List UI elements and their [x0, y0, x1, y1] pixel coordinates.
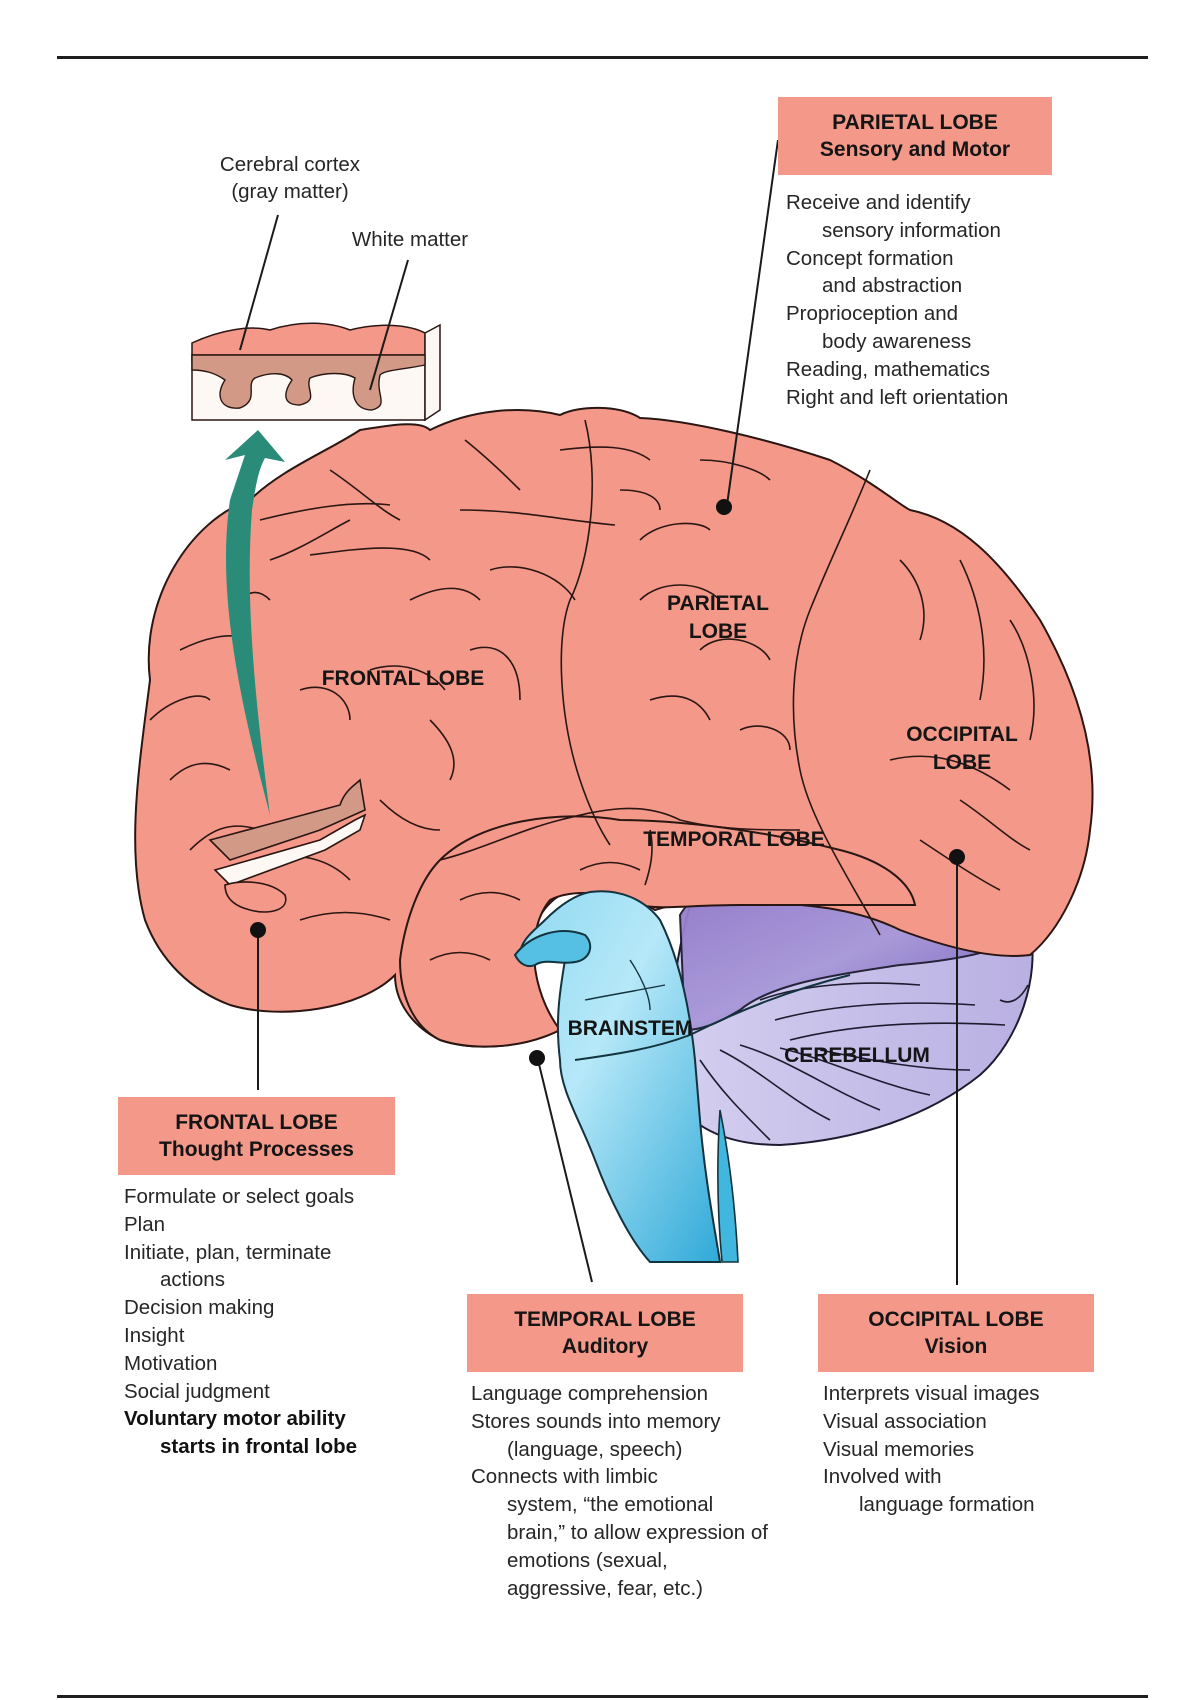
list-item: Motivation: [124, 1351, 218, 1375]
cortex-label: Cerebral cortex (gray matter): [180, 151, 400, 205]
leader-lines: [239, 139, 958, 1285]
callout-occipital-subtitle: Vision: [924, 1335, 988, 1358]
arrow-icon: [225, 430, 285, 815]
label-occipital-line2: LOBE: [933, 751, 991, 774]
pointer-dots: [250, 499, 965, 1066]
label-parietal-line1: PARIETAL: [667, 592, 769, 615]
sulci: [149, 419, 1035, 961]
occipital-dot: [949, 849, 965, 865]
callout-frontal-subtitle: Thought Processes: [159, 1138, 354, 1161]
list-item: Plan: [124, 1212, 166, 1236]
label-brainstem: BRAINSTEM: [568, 1017, 693, 1040]
label-frontal-lobe: FRONTAL LOBE: [322, 667, 485, 690]
frontal-dot: [250, 922, 266, 938]
cerebrum: [134, 406, 1094, 1048]
callout-temporal-subtitle: Auditory: [561, 1335, 649, 1358]
list-item: Right and left orientation: [786, 385, 1009, 409]
label-occipital-line1: OCCIPITAL: [906, 723, 1018, 746]
cortex-section-inset: [191, 322, 441, 422]
list-item: Visual association: [823, 1409, 987, 1433]
list-item: Social judgment: [124, 1379, 270, 1403]
cortex-label-line2: (gray matter): [231, 180, 349, 203]
white-matter-label: White matter: [351, 228, 469, 251]
callout-parietal-title: PARIETAL LOBE: [832, 111, 998, 134]
brainstem: [513, 890, 851, 1263]
callout-parietal-header: PARIETAL LOBE Sensory and Motor: [778, 97, 1052, 175]
callout-occipital-title: OCCIPITAL LOBE: [868, 1308, 1044, 1331]
label-parietal-line2: LOBE: [689, 620, 747, 643]
callout-frontal-title: FRONTAL LOBE: [175, 1111, 338, 1134]
label-temporal-lobe: TEMPORAL LOBE: [643, 828, 825, 851]
callout-frontal-list: Formulate or select goals Plan Initiate,…: [124, 1183, 424, 1461]
list-item: Language comprehension: [471, 1382, 709, 1405]
temporal-dot: [529, 1050, 545, 1066]
header-rule: [57, 56, 1148, 59]
list-item: Stores sounds into memory(language, spee…: [471, 1409, 721, 1461]
callout-temporal-list: Language comprehension Stores sounds int…: [471, 1380, 811, 1602]
cerebellum-folia: [699, 982, 1029, 1141]
callout-temporal-header: TEMPORAL LOBE Auditory: [467, 1294, 743, 1372]
cortex-label-line1: Cerebral cortex: [219, 153, 361, 176]
parietal-dot: [716, 499, 732, 515]
callout-occipital-list: Interprets visual images Visual associat…: [823, 1380, 1153, 1519]
list-item: Visual memories: [823, 1437, 975, 1461]
list-item: Reading, mathematics: [786, 357, 990, 381]
label-cerebellum: CEREBELLUM: [784, 1044, 930, 1067]
list-item: Decision making: [124, 1296, 275, 1320]
callout-frontal-header: FRONTAL LOBE Thought Processes: [118, 1097, 395, 1175]
footer-rule: [57, 1695, 1148, 1698]
callout-temporal-title: TEMPORAL LOBE: [514, 1308, 696, 1331]
callout-occipital-header: OCCIPITAL LOBE Vision: [818, 1294, 1094, 1372]
list-item: Insight: [124, 1323, 185, 1347]
list-item: Interprets visual images: [823, 1382, 1040, 1405]
callout-parietal-subtitle: Sensory and Motor: [819, 138, 1011, 161]
list-item: Formulate or select goals: [124, 1185, 355, 1208]
